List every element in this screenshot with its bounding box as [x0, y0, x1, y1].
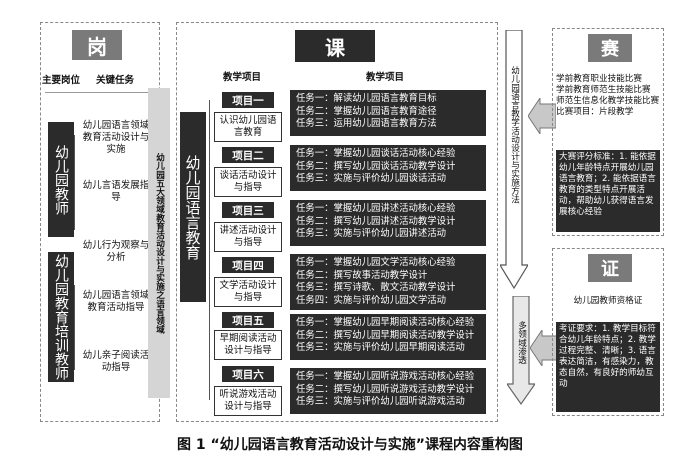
project-label-3: 项目三	[222, 202, 274, 218]
project-name-3: 讲述活动设计与指导	[214, 222, 282, 252]
task-4-4: 任务四：实施与评价幼儿园文学活动	[296, 294, 447, 306]
competition-header: 赛	[588, 34, 632, 62]
left-divider	[45, 92, 155, 93]
post-kindergarten-teacher: 幼儿园教师	[48, 122, 74, 237]
key-task-3: 幼儿行为观察与分析	[82, 240, 150, 263]
task-1-3: 任务三：运用幼儿园语言教育方法	[296, 118, 437, 129]
project-name-2: 谈话活动设计与指导	[214, 167, 282, 197]
left-bracket-top	[74, 135, 75, 230]
task-5-1: 任务一：掌握幼儿园早期阅读活动核心经验	[296, 317, 475, 328]
col-task-label: 教学项目	[365, 72, 404, 83]
project-tasks-4: 任务一：掌握幼儿园文学活动核心经验 任务二：撰写故事活动教学设计 任务三：撰写诗…	[290, 254, 486, 310]
task-2-3: 任务三：实施与评价幼儿园谈话活动	[296, 173, 447, 184]
task-4-3: 任务三：撰写诗歌、散文活动教学设计	[296, 282, 456, 293]
course-panel	[176, 22, 498, 422]
task-3-3: 任务三：实施与评价幼儿园讲述活动	[296, 228, 447, 239]
project-label-4: 项目四	[222, 257, 274, 273]
project-label-1: 项目一	[222, 92, 274, 108]
task-2-1: 任务一：掌握幼儿园谈话活动核心经验	[296, 148, 456, 159]
left-bracket-bottom	[74, 285, 75, 370]
method-arrow-label: 幼儿园语言教学活动设计与实施方法	[509, 66, 520, 204]
task-4-1: 任务一：掌握幼儿园文学活动核心经验	[296, 257, 456, 268]
post-training-teacher: 幼儿园教育培训教师	[48, 252, 74, 382]
key-task-2: 幼儿言语发展指导	[82, 180, 150, 203]
task-6-1: 任务一：掌握幼儿园听说游戏活动核心经验	[296, 371, 475, 382]
competition-item-4: 比赛项目：片段教学	[556, 107, 634, 117]
task-3-1: 任务一：掌握幼儿园讲述活动核心经验	[296, 203, 456, 214]
key-task-label: 关键任务	[96, 75, 135, 86]
figure-caption: 图 1 “幼儿园语言教育活动设计与实施”课程内容重构图	[177, 437, 523, 453]
project-tasks-5: 任务一：掌握幼儿园早期阅读活动核心经验 任务二：撰写幼儿园早期阅读活动教学设计 …	[290, 314, 486, 360]
task-2-2: 任务二：撰写幼儿园谈话活动教学设计	[296, 160, 456, 172]
certificate-name: 幼儿园教师资格证	[573, 296, 643, 306]
task-4-2: 任务二：撰写故事活动教学设计	[296, 269, 428, 281]
multi-domain-arrow	[507, 296, 535, 406]
certificate-arrow	[530, 330, 558, 366]
competition-item-2: 学前教育师范生技能比赛	[556, 85, 651, 95]
competition-item-1: 学前教育职业技能比赛	[556, 74, 642, 84]
course-name: 幼儿园语言教育	[180, 112, 206, 302]
task-5-2: 任务二：撰写幼儿园早期阅读活动教学设计	[296, 329, 475, 341]
project-name-5: 早期阅读活动设计与指导	[214, 330, 282, 360]
task-1-2: 任务二：掌握幼儿园语言教育途径	[296, 105, 437, 117]
competition-criteria: 大赛评分标准：1. 能依据幼儿年龄特点开展幼儿园语言教育；2. 能依据语言教育的…	[556, 150, 660, 232]
col-project-label: 教学项目	[222, 72, 261, 83]
method-arrow	[500, 30, 528, 290]
task-6-3: 任务三：实施与评价幼儿园听说游戏活动	[296, 396, 465, 407]
project-tasks-3: 任务一：掌握幼儿园讲述活动核心经验 任务二：撰写幼儿园讲述活动教学设计 任务三：…	[290, 200, 486, 246]
course-spine	[209, 100, 210, 400]
project-name-6: 听说游戏活动设计与指导	[214, 386, 282, 416]
task-5-3: 任务三：实施与评价幼儿园早期阅读活动	[296, 342, 465, 353]
key-task-1: 幼儿园语言领域教育活动设计与实施	[82, 120, 150, 155]
key-task-4: 幼儿园语言领域教育活动指导	[82, 290, 150, 313]
task-6-2: 任务二：撰写幼儿园听说游戏活动教学设计	[296, 383, 475, 395]
competition-list: 学前教育职业技能比赛 学前教育师范生技能比赛 师范生信息化教学技能比赛 比赛项目…	[556, 74, 660, 118]
competition-panel	[552, 28, 664, 236]
project-label-5: 项目五	[222, 312, 274, 328]
main-post-label: 主要岗位	[42, 75, 81, 86]
key-task-5: 幼儿亲子阅读活动指导	[82, 350, 150, 373]
five-domains-label: 幼儿园五大领域教育活动设计与实施之语言领域	[148, 88, 170, 398]
project-name-4: 文学活动设计与指导	[214, 277, 282, 307]
post-header: 岗	[72, 30, 122, 60]
task-3-2: 任务二：撰写幼儿园讲述活动教学设计	[296, 215, 456, 227]
project-tasks-2: 任务一：掌握幼儿园谈话活动核心经验 任务二：撰写幼儿园谈话活动教学设计 任务三：…	[290, 145, 486, 191]
project-tasks-6: 任务一：掌握幼儿园听说游戏活动核心经验 任务二：撰写幼儿园听说游戏活动教学设计 …	[290, 368, 486, 414]
competition-item-3: 师范生信息化教学技能比赛	[556, 96, 660, 106]
project-name-1: 认识幼儿园语言教育	[214, 112, 282, 142]
certificate-header: 证	[588, 254, 632, 282]
competition-arrow	[528, 98, 556, 134]
certificate-requirements: 考证要求：1. 教学目标符合幼儿年龄特点；2. 教学过程完整、清晰；3. 语言表…	[556, 322, 660, 412]
project-label-2: 项目二	[222, 147, 274, 163]
course-header: 课	[295, 30, 375, 62]
task-1-1: 任务一：解读幼儿园语言教育目标	[296, 93, 437, 104]
project-label-6: 项目六	[222, 366, 274, 382]
certificate-panel	[552, 248, 664, 416]
project-tasks-1: 任务一：解读幼儿园语言教育目标 任务二：掌握幼儿园语言教育途径 任务三：运用幼儿…	[290, 90, 486, 136]
multi-domain-label: 多领域渗透	[516, 320, 527, 364]
